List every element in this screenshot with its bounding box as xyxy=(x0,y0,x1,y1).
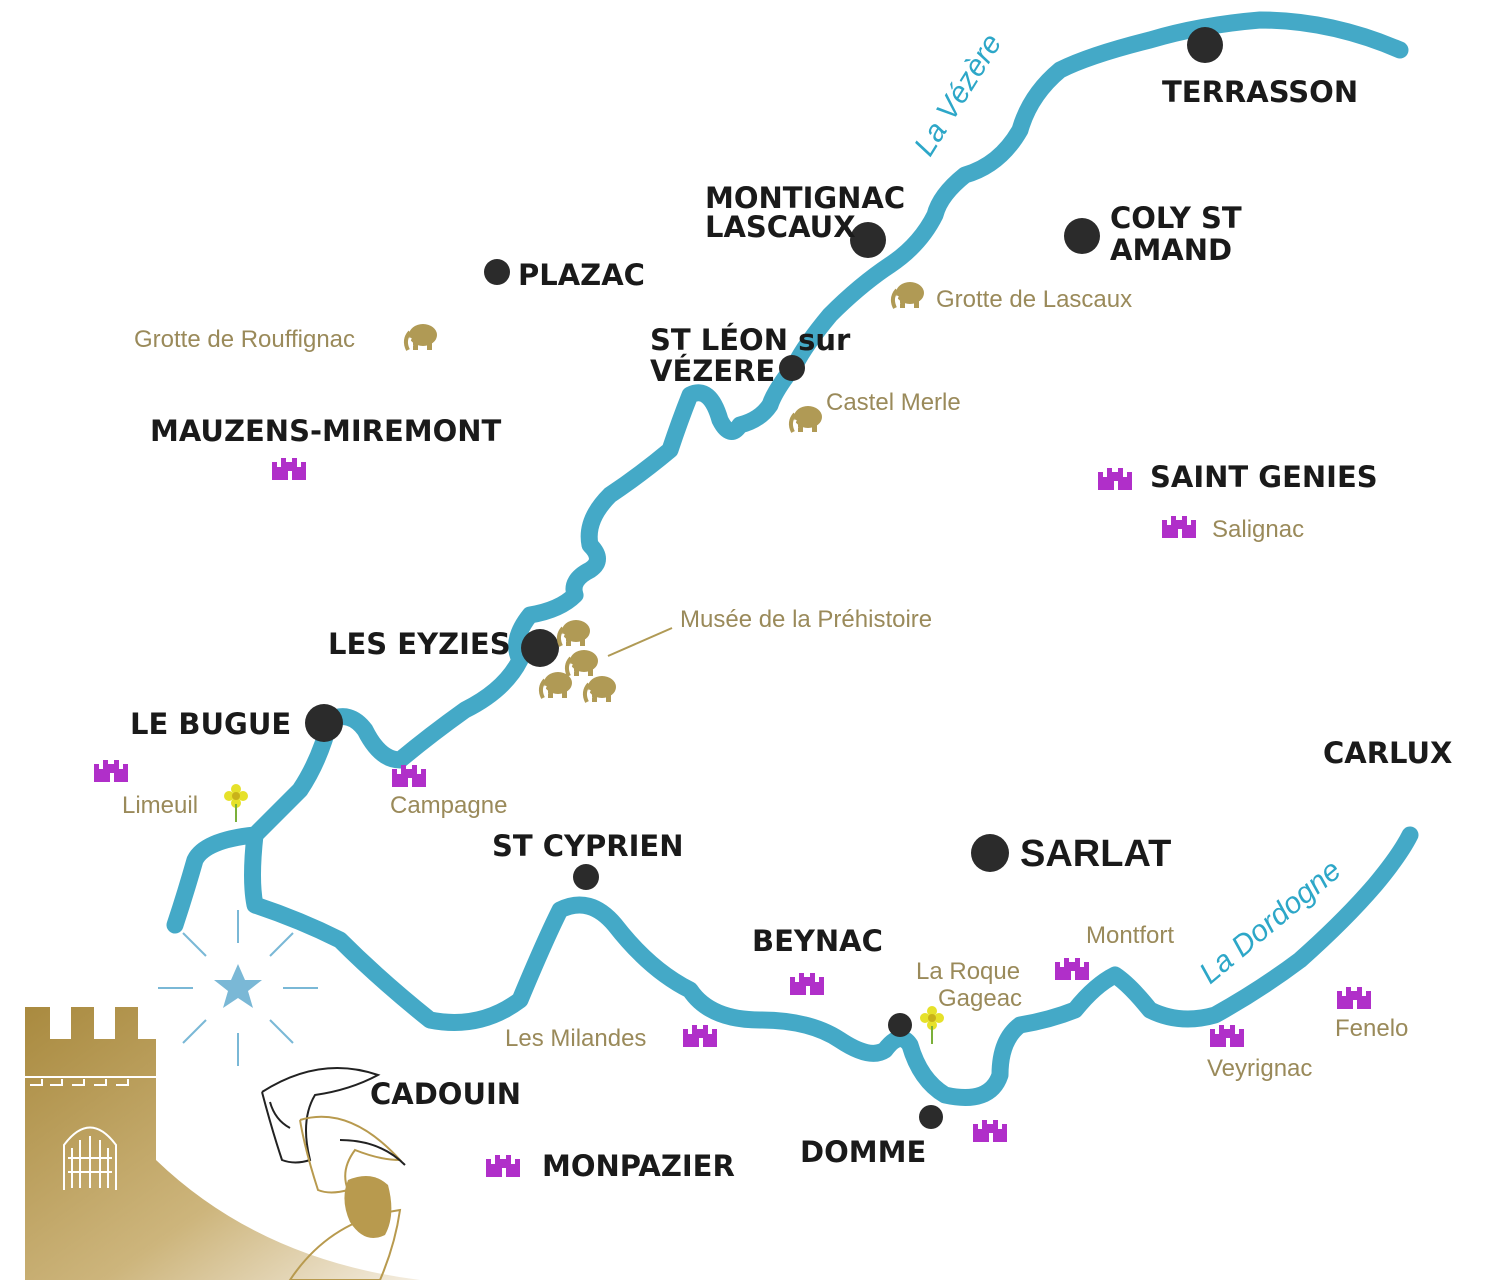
salignac-label: Salignac xyxy=(1212,516,1304,543)
montignac-label-2: LASCAUX xyxy=(705,210,856,244)
st-cyprien-dot xyxy=(573,864,599,890)
town-dots xyxy=(305,27,1223,1129)
mammoth-icon xyxy=(564,648,600,678)
castle-icon xyxy=(790,973,824,995)
la-roque-dot xyxy=(888,1013,912,1037)
castle-icon xyxy=(1162,516,1196,538)
fenelon-label: Fenelo xyxy=(1335,1015,1408,1042)
le-bugue-dot xyxy=(305,704,343,742)
mammoth-icon xyxy=(556,618,592,648)
le-bugue-label: LE BUGUE xyxy=(130,707,291,741)
les-milandes-label: Les Milandes xyxy=(505,1025,646,1052)
st-leon-label-2: VÉZERE xyxy=(650,354,775,388)
coly-label-1: COLY ST xyxy=(1110,201,1242,235)
mammoth-icon xyxy=(890,280,926,310)
vezere-river xyxy=(166,11,1409,934)
la-roque-label-2: Gageac xyxy=(938,985,1022,1012)
domme-dot xyxy=(919,1105,943,1129)
mammoth-icon xyxy=(788,404,824,434)
vezere-label: La Vézère xyxy=(908,28,1008,161)
castle-icon xyxy=(1210,1025,1244,1047)
plazac-dot xyxy=(484,259,510,285)
st-leon-dot xyxy=(779,355,805,381)
les-eyzies-dot xyxy=(521,629,559,667)
musee-leader-line xyxy=(607,627,673,657)
mammoth-icon xyxy=(538,670,574,700)
limeuil-label: Limeuil xyxy=(122,792,198,819)
mammoth-icon xyxy=(403,322,439,352)
plazac-label: PLAZAC xyxy=(518,258,645,292)
carlux-label: CARLUX xyxy=(1323,736,1452,770)
montignac-dot xyxy=(850,222,886,258)
mammoth-icon xyxy=(582,674,618,704)
montfort-label: Montfort xyxy=(1086,922,1174,949)
coly-dot xyxy=(1064,218,1100,254)
coly-label-2: AMAND xyxy=(1110,233,1232,267)
castle-icon xyxy=(683,1025,717,1047)
flower-icon xyxy=(223,783,249,823)
star-icon xyxy=(158,910,318,1066)
domme-label: DOMME xyxy=(800,1135,926,1169)
tower-horse-logo xyxy=(25,1007,420,1280)
la-roque-label-1: La Roque xyxy=(916,958,1020,985)
castle-icon xyxy=(94,760,128,782)
montignac-label-1: MONTIGNAC xyxy=(705,181,905,215)
sarlat-label: SARLAT xyxy=(1020,833,1171,875)
saint-genies-label: SAINT GENIES xyxy=(1150,460,1378,494)
veyrignac-label: Veyrignac xyxy=(1207,1055,1312,1082)
beynac-label: BEYNAC xyxy=(752,924,883,958)
terrasson-dot xyxy=(1187,27,1223,63)
castle-icon xyxy=(486,1155,520,1177)
dordogne-river xyxy=(244,826,1419,1106)
dordogne-label: La Dordogne xyxy=(1193,854,1347,991)
campagne-label: Campagne xyxy=(390,792,507,819)
castel-merle-label: Castel Merle xyxy=(826,389,961,416)
castle-icon xyxy=(1337,987,1371,1009)
sarlat-dot xyxy=(971,834,1009,872)
st-cyprien-label: ST CYPRIEN xyxy=(492,829,684,863)
castle-icon xyxy=(973,1120,1007,1142)
les-eyzies-label: LES EYZIES xyxy=(328,627,511,661)
monpazier-label: MONPAZIER xyxy=(542,1149,735,1183)
musee-label: Musée de la Préhistoire xyxy=(680,606,932,633)
grotte-rouffignac-label: Grotte de Rouffignac xyxy=(134,326,355,353)
cadouin-label: CADOUIN xyxy=(370,1077,521,1111)
terrasson-label: TERRASSON xyxy=(1162,75,1358,109)
castle-icon xyxy=(1055,958,1089,980)
grotte-lascaux-label: Grotte de Lascaux xyxy=(936,286,1132,313)
mauzens-label: MAUZENS-MIREMONT xyxy=(150,414,502,448)
castle-icon xyxy=(272,458,306,480)
st-leon-label-1: ST LÉON sur xyxy=(650,323,851,357)
castle-icon xyxy=(1098,468,1132,490)
